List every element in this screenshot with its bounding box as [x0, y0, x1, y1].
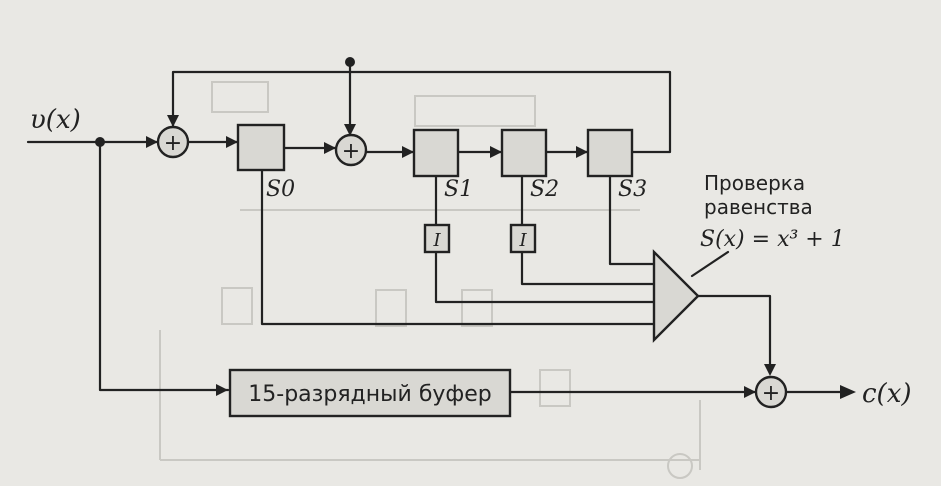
- register-s3: [586, 128, 634, 178]
- arrow-feedback-adder2: [344, 124, 356, 136]
- adder-1-symbol: +: [164, 131, 182, 156]
- output-label: c(x): [862, 379, 912, 409]
- label-s1: S1: [444, 177, 473, 202]
- label-pointer-line: [690, 250, 730, 278]
- arrow-into-adder3: [764, 364, 776, 376]
- label-s3: S3: [618, 177, 647, 202]
- inverter-s1-label: I: [432, 230, 441, 251]
- comparator-output-wire: [696, 294, 772, 374]
- arrow-into-buffer: [216, 384, 228, 396]
- arrow-into-adder1: [146, 136, 158, 148]
- label-s2: S2: [530, 177, 559, 202]
- register-s0: [236, 123, 286, 172]
- check-label-line1: Проверка: [704, 171, 805, 195]
- check-label-line2: равенства: [704, 195, 813, 219]
- check-formula: S(x) = x³ + 1: [700, 227, 845, 252]
- adder-3: +: [754, 375, 788, 409]
- wires: [26, 57, 844, 394]
- arrow-into-s2: [490, 146, 502, 158]
- tap-s2-from-inv: [520, 250, 656, 286]
- arrow-into-s1: [402, 146, 414, 158]
- bypass-wire: [98, 140, 230, 392]
- background-ghost-lines: [159, 81, 701, 479]
- tap-s1-from-inv: [434, 250, 656, 304]
- feedback-junction-dot: [345, 57, 355, 67]
- buffer-15-bit: 15-разрядный буфер: [228, 368, 512, 418]
- tap-s0: [260, 168, 656, 326]
- arrow-feedback-adder1: [167, 115, 179, 127]
- adder-3-symbol: +: [762, 381, 780, 406]
- arrow-output: [840, 385, 856, 399]
- register-s2: [500, 128, 548, 178]
- inverter-s2: I: [509, 223, 537, 254]
- arrow-into-s0: [226, 136, 238, 148]
- buffer-label: 15-разрядный буфер: [248, 382, 491, 407]
- inverter-s2-label: I: [518, 230, 527, 251]
- input-label: υ(x): [30, 105, 81, 135]
- adder-2: +: [334, 133, 368, 167]
- inverter-s1: I: [423, 223, 451, 254]
- arrow-buffer-adder3: [744, 386, 756, 398]
- arrowheads: [146, 115, 856, 399]
- arrow-into-s3: [576, 146, 588, 158]
- input-junction-dot: [95, 137, 105, 147]
- arrow-into-adder2: [324, 142, 336, 154]
- adder-2-symbol: +: [342, 139, 360, 164]
- tap-s3: [608, 174, 656, 266]
- feedback-wire: [171, 70, 672, 154]
- adder-1: +: [156, 125, 190, 159]
- equality-comparator: [652, 249, 700, 343]
- label-s0: S0: [266, 177, 295, 202]
- register-s1: [412, 128, 460, 178]
